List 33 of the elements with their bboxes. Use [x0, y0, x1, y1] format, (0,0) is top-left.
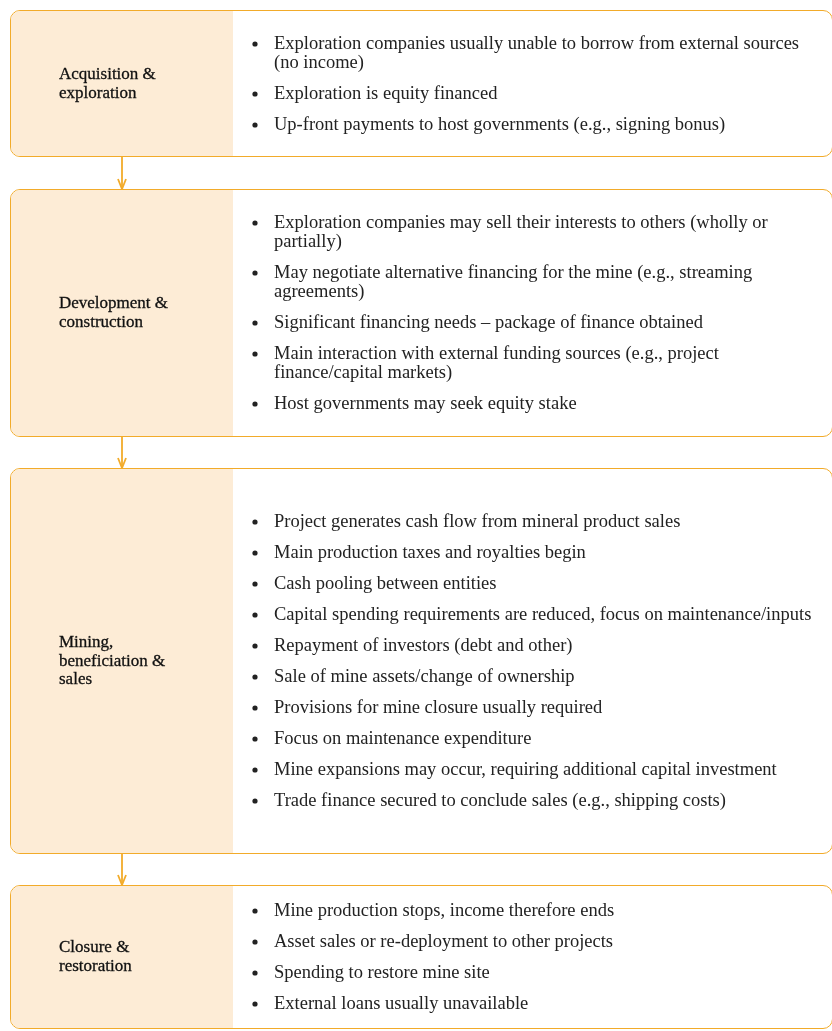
stage-box — [10, 10, 832, 157]
bullet-text: Significant financing needs – package of finance obtained — [274, 312, 703, 332]
bullet-text: External loans usually unavailable — [274, 993, 529, 1013]
stage-box — [10, 885, 832, 1029]
stage-heading: Acquisition & exploration — [59, 64, 157, 103]
bullet-text: Cash pooling between entities — [274, 573, 497, 593]
stage-heading: Mining, beneficiation & sales — [59, 632, 167, 690]
bullet-text: Trade finance secured to conclude sales (e.g., shipping costs) — [274, 790, 726, 810]
bullet-text: Project generates cash flow from mineral product sales — [274, 511, 681, 531]
bullet-text: Host governments may seek equity stake — [274, 393, 577, 413]
bullet-text: Mine production stops, income therefore ends — [274, 900, 615, 920]
bullet-text: Up-front payments to host governments (e.g., signing bonus) — [274, 113, 726, 134]
bullet-text: Exploration companies may sell their interests to others (wholly or partially) — [274, 212, 768, 251]
bullet-text: Main production taxes and royalties begin — [274, 542, 586, 562]
bullet-text: Capital spending requirements are reduced, focus on maintenance/inputs — [274, 604, 812, 624]
bullet-text: Main interaction with external funding sources (e.g., project finance/capital markets) — [274, 343, 719, 382]
stage-heading: Development & construction — [59, 294, 170, 332]
bullet-text: Spending to restore mine site — [274, 962, 490, 982]
stage-heading: Closure & restoration — [59, 938, 133, 976]
bullet-text: Asset sales or re-deployment to other projects — [274, 931, 614, 951]
stage-box — [10, 189, 832, 437]
bullet-text: Mine expansions may occur, requiring additional capital investment — [274, 759, 777, 779]
arrow — [117, 436, 127, 469]
bullet-text: Exploration companies usually unable to borrow from external sources (no income) — [274, 32, 800, 72]
bullet-text: Provisions for mine closure usually required — [274, 697, 603, 717]
bullet-text: Focus on maintenance expenditure — [274, 728, 532, 748]
bullet-text: Exploration is equity financed — [274, 82, 498, 103]
arrow — [117, 853, 127, 886]
bullet-text: May negotiate alternative financing for the mine (e.g., streaming agreements) — [274, 262, 753, 301]
arrow — [117, 156, 127, 190]
bullet-text: Repayment of investors (debt and other) — [274, 635, 573, 655]
bullet-text: Sale of mine assets/change of ownership — [274, 666, 575, 686]
stage-box — [10, 468, 832, 854]
